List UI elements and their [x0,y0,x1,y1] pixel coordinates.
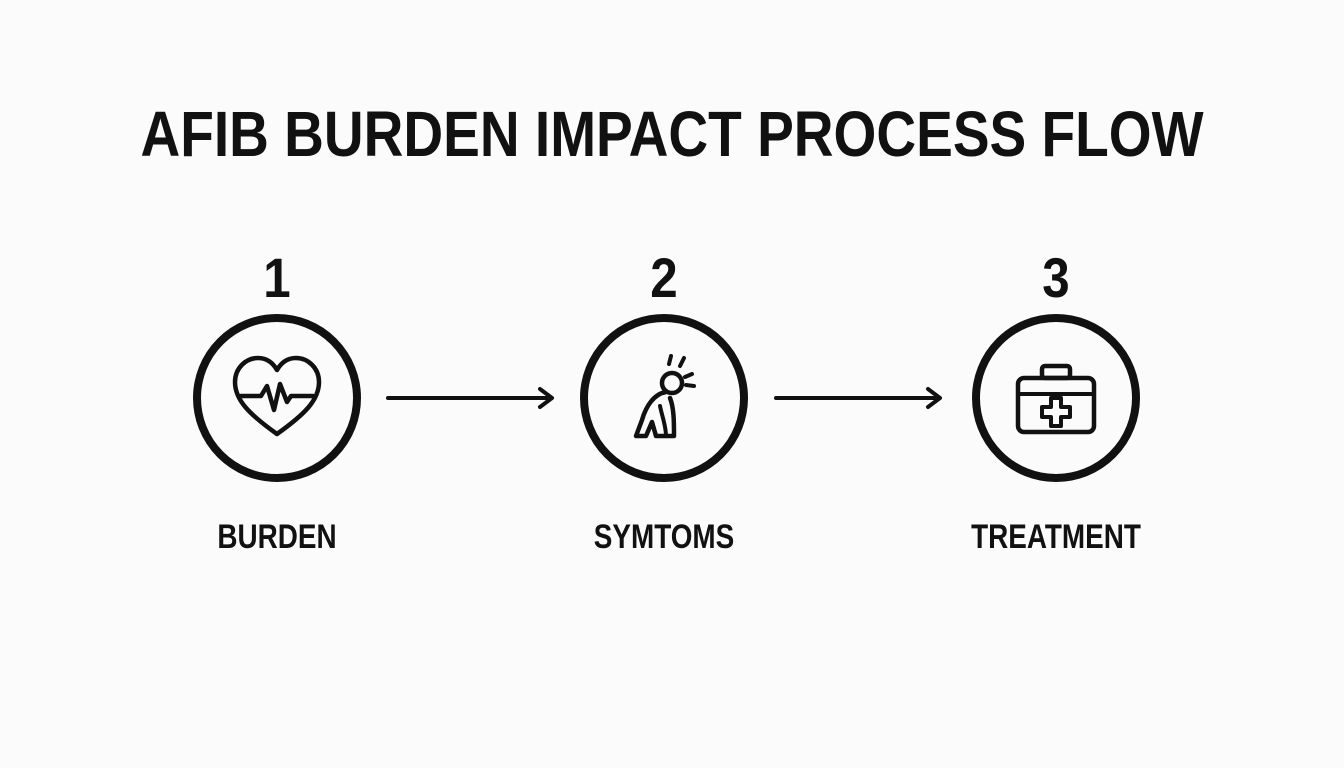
diagram-title: AFIB BURDEN IMPACT PROCESS FLOW [140,98,1204,170]
step-number: 2 [650,246,678,309]
arrow-right-icon [386,387,554,409]
step-circle [193,314,361,482]
step-circle [580,314,748,482]
step-burden: 1 BURDEN [147,240,407,580]
step-label: SYMTOMS [593,518,735,556]
heart-pulse-icon [232,355,322,437]
step-circle [972,314,1140,482]
flow-arrow-2 [774,386,946,410]
step-number: 1 [263,246,291,309]
step-label: BURDEN [217,518,337,556]
medical-kit-icon [1015,363,1097,435]
step-label: TREATMENT [971,518,1141,556]
step-treatment: 3 TREATMENT [926,240,1186,580]
arrow-right-icon [774,387,942,409]
step-number: 3 [1042,246,1070,309]
person-pain-icon [633,354,696,439]
step-symptoms: 2 SYMTOMS [534,240,794,580]
flow-arrow-1 [386,386,558,410]
